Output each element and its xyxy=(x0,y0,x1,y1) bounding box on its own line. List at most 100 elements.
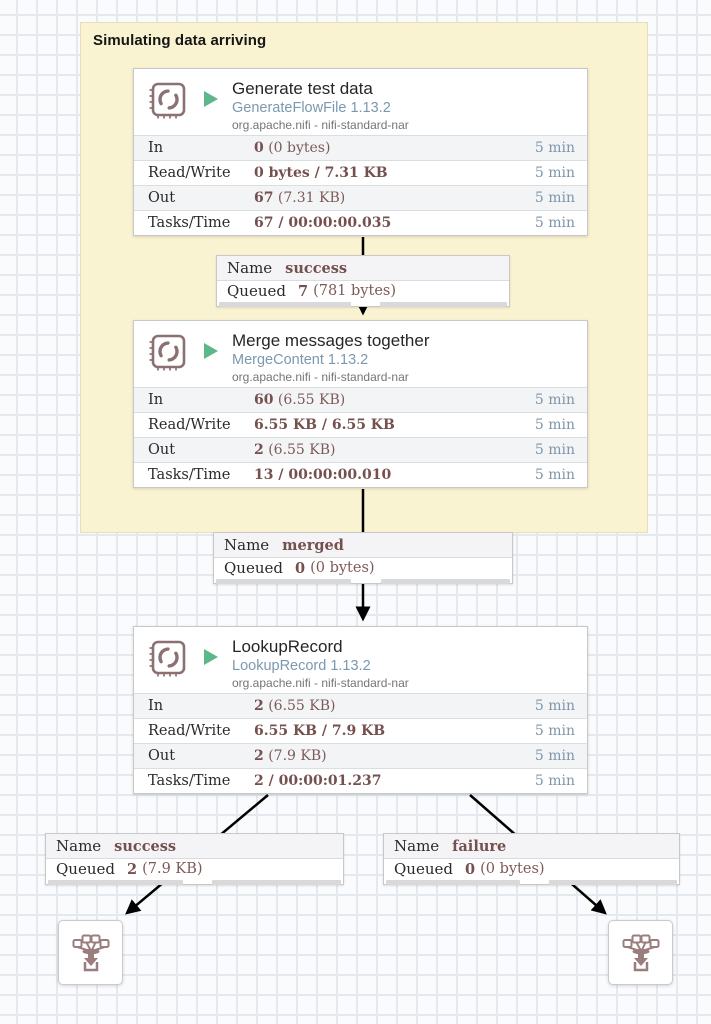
backpressure-object-bar xyxy=(386,880,520,885)
stat-window: 5 min xyxy=(534,140,575,156)
processor-type: MergeContent 1.13.2 xyxy=(232,352,369,368)
stat-value: 67 (7.31 KB) xyxy=(254,190,535,206)
connection-label-success-1[interactable]: Name success Queued 7 (781 bytes) xyxy=(216,255,510,307)
stat-label: In xyxy=(148,698,164,714)
stat-window: 5 min xyxy=(534,190,575,206)
stat-window: 5 min xyxy=(534,442,575,458)
processor-text: Generate test data GenerateFlowFile 1.13… xyxy=(232,78,409,133)
stat-window: 5 min xyxy=(534,165,575,181)
stat-label: In xyxy=(148,140,164,156)
processor-text: LookupRecord LookupRecord 1.13.2 org.apa… xyxy=(232,636,409,691)
stat-row-out: Out 2 (7.9 KB) 5 min xyxy=(134,743,587,768)
stat-row-tasks: Tasks/Time 2 / 00:00:01.237 5 min xyxy=(134,768,587,793)
connection-name-key: Name xyxy=(394,837,440,855)
stat-value: 2 (7.9 KB) xyxy=(254,748,535,764)
processor-generate-test-data[interactable]: Generate test data GenerateFlowFile 1.13… xyxy=(133,68,588,236)
processor-bundle: org.apache.nifi - nifi-standard-nar xyxy=(232,118,409,132)
processor-lookuprecord[interactable]: LookupRecord LookupRecord 1.13.2 org.apa… xyxy=(133,626,588,794)
connection-queued-size: (7.9 KB) xyxy=(142,861,203,877)
backpressure-size-bar xyxy=(548,880,677,885)
connection-queued-key: Queued xyxy=(224,559,283,577)
funnel-right[interactable] xyxy=(608,920,673,985)
connection-label-failure[interactable]: Name failure Queued 0 (0 bytes) xyxy=(383,833,680,885)
stat-value-bold: 67 xyxy=(254,190,274,206)
stat-window: 5 min xyxy=(534,392,575,408)
stat-row-readwrite: Read/Write 6.55 KB / 7.9 KB 5 min xyxy=(134,718,587,743)
stat-value-bold: 67 / 00:00:00.035 xyxy=(254,215,392,231)
processor-bundle: org.apache.nifi - nifi-standard-nar xyxy=(232,676,409,690)
stat-value: 0 bytes / 7.31 KB xyxy=(254,165,535,181)
processor-name: LookupRecord xyxy=(232,637,343,656)
connection-queued-key: Queued xyxy=(227,282,286,300)
connection-name-value: success xyxy=(114,837,177,855)
backpressure-object-bar xyxy=(216,579,352,584)
stat-window: 5 min xyxy=(534,723,575,739)
connection-queued-row: Queued 0 (0 bytes) xyxy=(384,859,679,879)
stat-value: 6.55 KB / 7.9 KB xyxy=(254,723,535,739)
stat-row-in: In 0 (0 bytes) 5 min xyxy=(134,135,587,160)
stat-row-readwrite: Read/Write 0 bytes / 7.31 KB 5 min xyxy=(134,160,587,185)
backpressure-size-bar xyxy=(212,880,341,885)
connection-queued-count: 2 xyxy=(126,860,138,878)
stat-row-out: Out 67 (7.31 KB) 5 min xyxy=(134,185,587,210)
stat-value-bold: 60 xyxy=(254,392,274,408)
stat-value-normal: (7.31 KB) xyxy=(273,190,346,206)
connection-label-merged[interactable]: Name merged Queued 0 (0 bytes) xyxy=(213,532,513,584)
processor-stats: In 60 (6.55 KB) 5 min Read/Write 6.55 KB… xyxy=(134,387,587,487)
connection-name-row: Name success xyxy=(217,256,509,281)
processor-header: Generate test data GenerateFlowFile 1.13… xyxy=(134,69,587,135)
processor-stamp-icon xyxy=(145,332,189,376)
backpressure-object-bar xyxy=(219,302,352,307)
stat-label: Out xyxy=(148,190,176,206)
process-group-title: Simulating data arriving xyxy=(93,32,267,49)
processor-stamp-icon xyxy=(145,80,189,124)
backpressure-bars xyxy=(219,302,507,307)
stat-value-normal: (7.9 KB) xyxy=(263,748,327,764)
stat-window: 5 min xyxy=(534,417,575,433)
connection-queued-row: Queued 2 (7.9 KB) xyxy=(46,859,343,879)
processor-stats: In 2 (6.55 KB) 5 min Read/Write 6.55 KB … xyxy=(134,693,587,793)
run-status-icon xyxy=(204,91,218,107)
connection-queued-count: 0 xyxy=(464,860,476,878)
backpressure-object-bar xyxy=(48,880,183,885)
connection-queued-key: Queued xyxy=(394,860,453,878)
stat-window: 5 min xyxy=(534,467,575,483)
processor-header: Merge messages together MergeContent 1.1… xyxy=(134,321,587,387)
stat-value: 2 / 00:00:01.237 xyxy=(254,773,535,789)
connection-queued-count: 0 xyxy=(294,559,306,577)
stat-value-bold: 2 xyxy=(254,698,264,714)
connection-queued-key: Queued xyxy=(56,860,115,878)
stat-value-normal: (6.55 KB) xyxy=(263,698,336,714)
stat-window: 5 min xyxy=(534,748,575,764)
stat-row-in: In 60 (6.55 KB) 5 min xyxy=(134,387,587,412)
connection-queued-count: 7 xyxy=(297,282,309,300)
processor-header: LookupRecord LookupRecord 1.13.2 org.apa… xyxy=(134,627,587,693)
processor-merge-messages[interactable]: Merge messages together MergeContent 1.1… xyxy=(133,320,588,488)
stat-value-normal: (6.55 KB) xyxy=(273,392,346,408)
stat-value-bold: 0 xyxy=(254,140,264,156)
processor-stamp-icon xyxy=(145,638,189,682)
connection-name-row: Name success xyxy=(46,834,343,859)
stat-label: Out xyxy=(148,442,176,458)
processor-type: GenerateFlowFile 1.13.2 xyxy=(232,100,391,116)
connection-queued-size: (0 bytes) xyxy=(310,560,375,576)
backpressure-bars xyxy=(216,579,510,584)
connection-queued-size: (781 bytes) xyxy=(313,283,396,299)
connection-label-success-2[interactable]: Name success Queued 2 (7.9 KB) xyxy=(45,833,344,885)
stat-label: Read/Write xyxy=(148,723,231,739)
connection-name-row: Name merged xyxy=(214,533,512,558)
stat-value: 67 / 00:00:00.035 xyxy=(254,215,535,231)
connection-name-key: Name xyxy=(56,837,102,855)
connection-name-value: failure xyxy=(452,837,507,855)
funnel-icon xyxy=(622,934,659,971)
stat-value: 2 (6.55 KB) xyxy=(254,442,535,458)
stat-value-bold: 2 / 00:00:01.237 xyxy=(254,773,382,789)
connection-name-value: success xyxy=(285,259,348,277)
funnel-left[interactable] xyxy=(58,920,123,985)
stat-label: Read/Write xyxy=(148,165,231,181)
connection-name-value: merged xyxy=(282,536,344,554)
stat-value: 2 (6.55 KB) xyxy=(254,698,535,714)
connection-name-row: Name failure xyxy=(384,834,679,859)
stat-value-bold: 0 bytes / 7.31 KB xyxy=(254,165,388,181)
